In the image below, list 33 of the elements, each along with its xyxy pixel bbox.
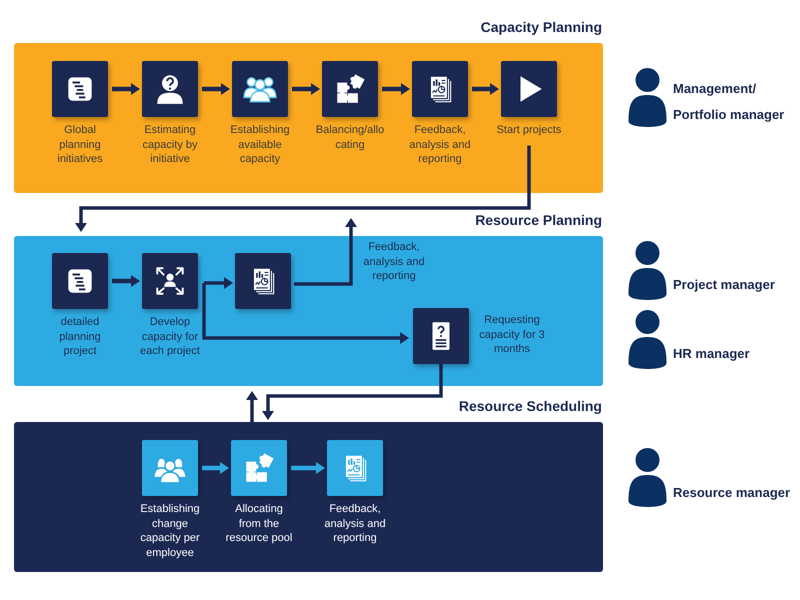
arrow: [112, 83, 140, 95]
arrow: [292, 83, 320, 95]
arrow: [202, 83, 230, 95]
step-label: Global planning initiatives: [56, 123, 104, 166]
step-label: Estimating capacity by initiative: [141, 123, 199, 166]
step-label: Establishing change capacity per employee: [139, 502, 201, 560]
role-label: Resource manager: [673, 484, 792, 502]
step-label: Balancing/allo cating: [314, 123, 386, 152]
arrow: [112, 275, 140, 287]
section-title: Resource Planning: [475, 211, 602, 229]
arrow: [204, 277, 233, 289]
section-title: Resource Scheduling: [458, 397, 602, 415]
arrow: [202, 462, 229, 474]
step-note: Requesting capacity for 3 months: [478, 313, 546, 356]
arrow: [382, 83, 410, 95]
arrow: [202, 283, 409, 344]
arrow: [291, 462, 325, 474]
step-label: Feedback, analysis and reporting: [323, 502, 387, 546]
role-label: Project manager: [673, 276, 776, 294]
step-label: Allocating from the resource pool: [224, 502, 294, 546]
step-label: Develop capacity for each project: [139, 315, 201, 358]
role-label: Management/ Portfolio manager: [673, 80, 786, 124]
arrow: [75, 146, 531, 232]
section-title: Capacity Planning: [480, 18, 602, 36]
step-label: Start projects: [496, 123, 562, 138]
arrow: [246, 391, 258, 422]
step-label: Establishing available capacity: [229, 123, 291, 166]
step-label: Feedback, analysis and reporting: [408, 123, 472, 166]
step-label: detailed planning project: [58, 315, 102, 358]
arrow: [294, 218, 357, 286]
role-label: HR manager: [673, 345, 751, 363]
arrow: [262, 364, 443, 420]
arrow: [472, 83, 499, 95]
